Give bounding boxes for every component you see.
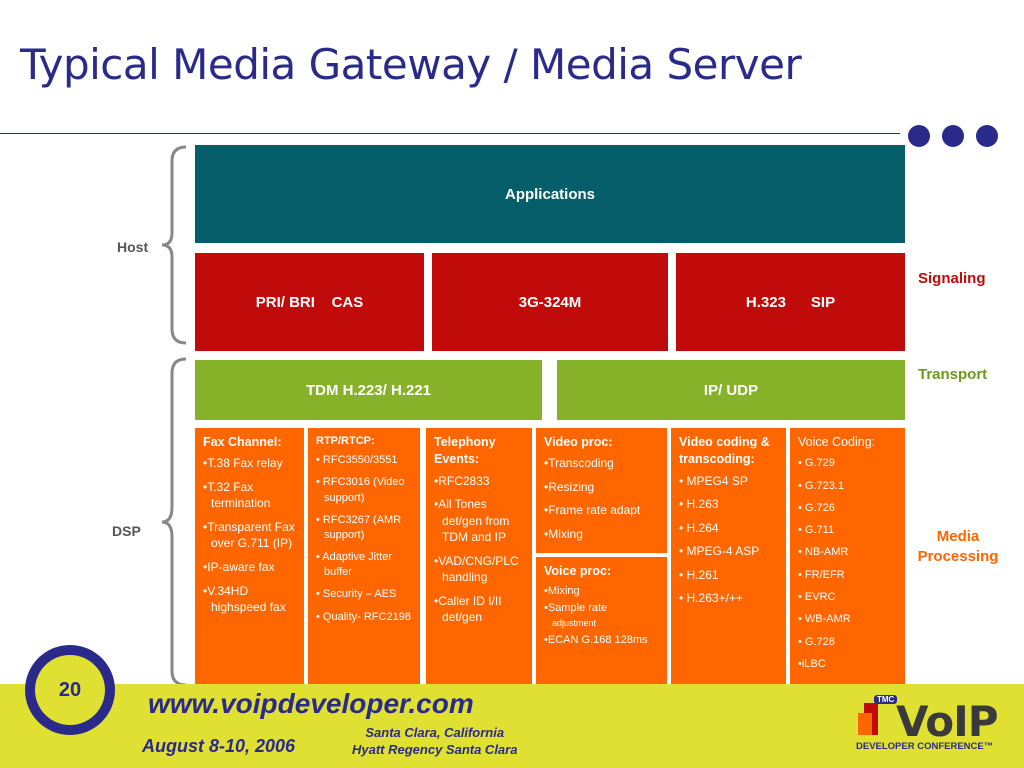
telephony-events-column: Telephony Events: •RFC2833 •All Tones de… xyxy=(426,428,532,686)
rtp-column: RTP/RTCP: • RFC3550/3551 • RFC3016 (Vide… xyxy=(308,428,420,686)
venue-line-2: Hyatt Regency Santa Clara xyxy=(352,742,518,757)
title-rule xyxy=(0,133,900,134)
voice-coding-item: •iLBC xyxy=(798,657,826,670)
logo-badge: TMC xyxy=(874,695,898,704)
transport-label: Transport xyxy=(918,366,988,383)
rtp-item: • Adaptive Jitter buffer xyxy=(316,551,393,579)
signaling-label: Signaling xyxy=(918,270,986,287)
decor-dot xyxy=(976,125,998,147)
transport-tdm: TDM H.223/ H.221 xyxy=(195,360,542,420)
voice-coding-item: • NB-AMR xyxy=(798,546,849,559)
signaling-3g-324m: 3G-324M xyxy=(432,253,668,351)
voice-coding-item: • G.728 xyxy=(798,635,835,648)
voice-coding-item: • G.729 xyxy=(798,457,835,470)
signaling-pri-bri-cas: PRI/ BRI CAS xyxy=(195,253,424,351)
footer-url[interactable]: www.voipdeveloper.com xyxy=(148,688,474,719)
video-proc-item: •Resizing xyxy=(544,479,595,494)
decor-dot xyxy=(908,125,930,147)
voice-proc-item: •Mixing xyxy=(544,585,580,598)
rtp-item: • RFC3550/3551 xyxy=(316,454,398,467)
voice-coding-item: • EVRC xyxy=(798,591,836,604)
voice-proc-item: •Sample rate xyxy=(544,602,608,615)
rtp-heading: RTP/RTCP: xyxy=(316,435,375,447)
fax-channel-column: Fax Channel: •T.38 Fax relay •T.32 Fax t… xyxy=(195,428,304,686)
transport-ip-udp: IP/ UDP xyxy=(557,360,905,420)
voice-coding-heading: Voice Coding: xyxy=(798,435,876,449)
telephony-item: •VAD/CNG/PLC handling xyxy=(434,553,519,585)
telephony-item: •RFC2833 xyxy=(434,473,490,488)
rtp-item: • RFC3267 (AMR support) xyxy=(316,513,402,541)
voice-coding-column: Voice Coding: • G.729 • G.723.1 • G.726 … xyxy=(790,428,905,686)
host-brace xyxy=(161,145,187,345)
fax-heading: Fax Channel: xyxy=(203,435,282,449)
fax-item: •Transparent Fax over G.711 (IP) xyxy=(203,519,295,551)
video-coding-item: • H.264 xyxy=(679,520,719,535)
video-proc-item: •Mixing xyxy=(544,526,583,541)
slide-title: Typical Media Gateway / Media Server xyxy=(20,40,802,89)
voice-coding-item: • G.711 xyxy=(798,524,835,537)
voice-proc-item: adjustment xyxy=(552,617,597,628)
dsp-label: DSP xyxy=(112,523,141,539)
telephony-heading: Telephony Events: xyxy=(434,435,496,467)
media-processing-label: Media Processing xyxy=(917,528,999,565)
video-coding-item: • H.263+/++ xyxy=(679,591,743,606)
signaling-h323-sip: H.323 SIP xyxy=(676,253,905,351)
telephony-item: •Caller ID I/II det/gen xyxy=(434,593,502,625)
voice-coding-item: • WB-AMR xyxy=(798,613,851,626)
voice-proc-column: Voice proc: •Mixing •Sample rate adjustm… xyxy=(536,557,667,686)
voice-coding-item: • G.723.1 xyxy=(798,479,845,492)
fax-item: •T.38 Fax relay xyxy=(203,456,283,471)
page-number: 20 xyxy=(35,655,105,725)
fax-item: •V.34HD highspeed fax xyxy=(203,583,286,615)
video-coding-item: • H.261 xyxy=(679,567,719,582)
voice-coding-item: • FR/EFR xyxy=(798,568,845,581)
video-proc-column: Video proc: •Transcoding •Resizing •Fram… xyxy=(536,428,667,553)
logo-text: VoIP xyxy=(896,697,998,746)
host-label: Host xyxy=(117,239,149,255)
rtp-item: • Security – AES xyxy=(316,588,397,601)
rtp-item: • Quality- RFC2198 xyxy=(316,610,411,623)
applications-layer: Applications xyxy=(195,145,905,243)
video-proc-item: •Transcoding xyxy=(544,456,614,471)
voice-proc-item: •ECAN G.168 128ms xyxy=(544,634,648,646)
logo-mark-icon xyxy=(858,703,878,735)
video-proc-heading: Video proc: xyxy=(544,435,613,449)
dsp-brace xyxy=(161,357,187,687)
footer-date: August 8-10, 2006 xyxy=(142,736,296,756)
footer-venue: Santa Clara, California Hyatt Regency Sa… xyxy=(352,724,517,758)
rtp-item: • RFC3016 (Video support) xyxy=(316,476,405,504)
decor-dot xyxy=(942,125,964,147)
video-coding-heading: Video coding & transcoding: xyxy=(679,435,770,467)
footer-band xyxy=(0,684,1024,768)
venue-line-1: Santa Clara, California xyxy=(365,725,505,740)
logo-subtitle: DEVELOPER CONFERENCE™ xyxy=(856,741,994,752)
voice-proc-heading: Voice proc: xyxy=(544,564,612,578)
video-coding-item: • H.263 xyxy=(679,497,719,512)
video-proc-item: •Frame rate adapt xyxy=(544,503,641,518)
telephony-item: •All Tones det/gen from TDM and IP xyxy=(434,497,510,545)
fax-item: •IP-aware fax xyxy=(203,559,275,574)
video-coding-item: • MPEG4 SP xyxy=(679,473,748,488)
video-coding-column: Video coding & transcoding: • MPEG4 SP •… xyxy=(671,428,786,686)
fax-item: •T.32 Fax termination xyxy=(203,479,271,511)
voice-coding-item: • G.726 xyxy=(798,501,835,514)
video-coding-item: • MPEG-4 ASP xyxy=(679,544,760,559)
